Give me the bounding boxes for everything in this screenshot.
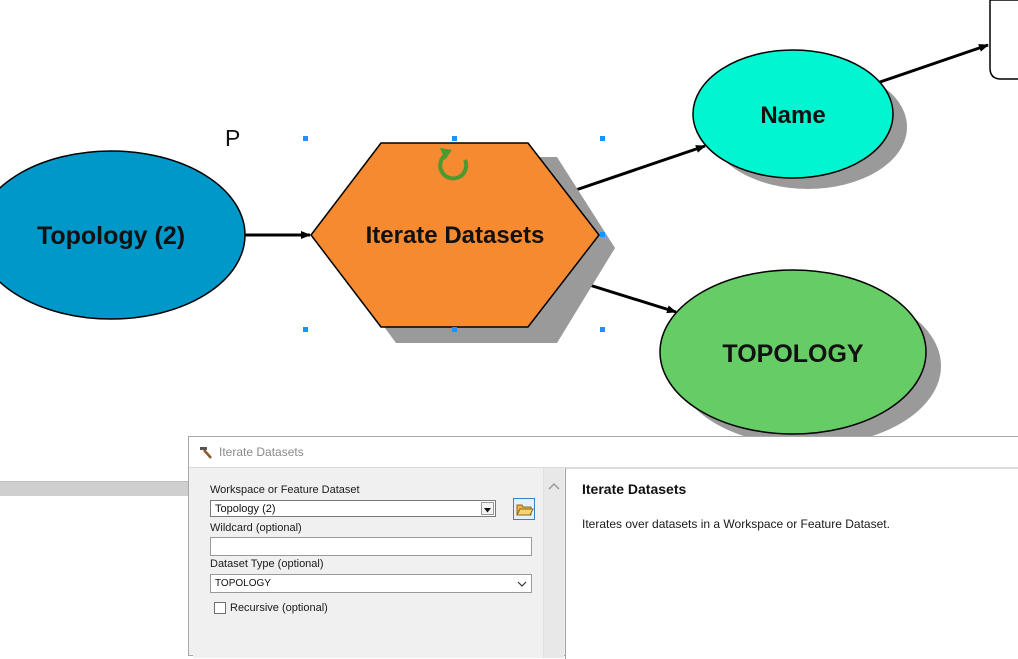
chevron-down-icon xyxy=(517,581,527,587)
node-tool-label: Iterate Datasets xyxy=(366,222,545,249)
partial-node-offscreen[interactable] xyxy=(989,0,1018,80)
node-output-topology[interactable]: TOPOLOGY xyxy=(659,269,941,446)
folder-open-icon xyxy=(516,504,534,516)
dataset-type-select[interactable]: TOPOLOGY xyxy=(210,574,532,593)
wildcard-label: Wildcard (optional) xyxy=(210,522,302,534)
help-title: Iterate Datasets xyxy=(582,481,687,497)
help-panel: Iterate Datasets Iterates over datasets … xyxy=(565,468,1018,659)
workspace-select-value: Topology (2) xyxy=(215,503,276,515)
dataset-type-value: TOPOLOGY xyxy=(215,578,271,589)
iterator-icon xyxy=(438,148,469,181)
workspace-select[interactable]: Topology (2) xyxy=(210,500,496,517)
hammer-icon xyxy=(200,447,212,459)
workspace-label: Workspace or Feature Dataset xyxy=(210,484,360,496)
node-name-label: Name xyxy=(760,102,825,129)
dialog-title: Iterate Datasets xyxy=(219,445,304,459)
recursive-checkbox[interactable] xyxy=(214,602,226,614)
help-description: Iterates over datasets in a Workspace or… xyxy=(582,517,890,531)
wildcard-input[interactable] xyxy=(210,537,532,556)
node-output-name[interactable]: Name xyxy=(692,49,907,189)
canvas-horizontal-scrollbar[interactable] xyxy=(0,481,195,496)
dataset-type-label: Dataset Type (optional) xyxy=(210,558,324,570)
selection-handles[interactable] xyxy=(303,136,605,332)
node-input-label: Topology (2) xyxy=(37,222,185,250)
node-topology-label: TOPOLOGY xyxy=(722,340,864,368)
recursive-label: Recursive (optional) xyxy=(230,602,328,614)
node-input-topology[interactable]: Topology (2) xyxy=(0,150,246,320)
connector-tool-to-name[interactable] xyxy=(566,144,706,195)
connector-name-to-offscreen[interactable] xyxy=(879,43,989,84)
browse-folder-button[interactable] xyxy=(513,498,535,520)
dialog-titlebar[interactable]: Iterate Datasets xyxy=(189,437,1018,468)
parameter-p-label: P xyxy=(225,125,240,151)
iterate-datasets-dialog: Iterate Datasets Workspace or Feature Da… xyxy=(188,436,1018,659)
scroll-up-icon[interactable] xyxy=(548,482,560,490)
node-tool-iterate-datasets[interactable]: Iterate Datasets xyxy=(310,142,615,343)
parameters-panel: Workspace or Feature Dataset Topology (2… xyxy=(193,468,547,658)
dropdown-arrow-icon[interactable] xyxy=(481,502,494,515)
parameters-scrollbar[interactable] xyxy=(543,468,564,658)
